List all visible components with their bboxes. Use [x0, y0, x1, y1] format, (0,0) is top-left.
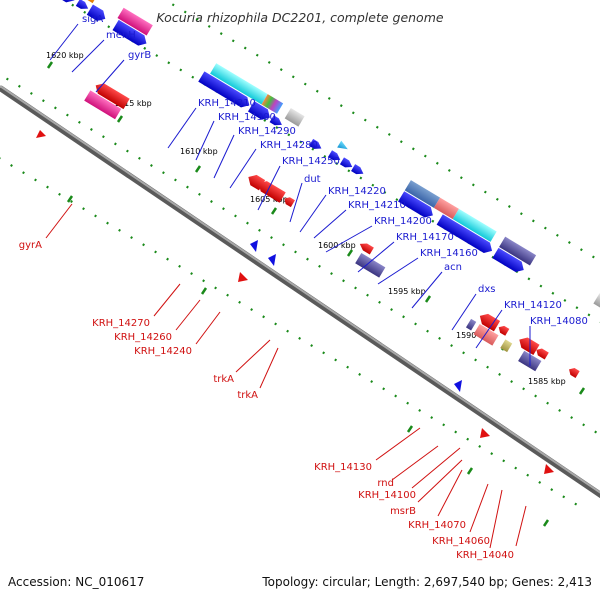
gene-label-KRH_14290[interactable]: KRH_14290: [238, 126, 296, 137]
gene-trkA[interactable]: [355, 252, 386, 278]
gene-KRH_14300[interactable]: [247, 101, 273, 123]
gene-KRH_14120[interactable]: [593, 293, 600, 316]
gene-label-KRH_14070[interactable]: KRH_14070: [408, 520, 466, 531]
gene-label-KRH_14300[interactable]: KRH_14300: [218, 112, 276, 123]
reverse-features: [36, 80, 580, 474]
top-leader-lines: [49, 23, 531, 366]
scale-mark: 1585 kbp: [528, 377, 566, 386]
gene-label-trkA[interactable]: trkA: [213, 374, 234, 385]
gene-label-KRH_14310[interactable]: KRH_14310: [198, 98, 256, 109]
gene-forward[interactable]: [436, 214, 495, 256]
gene-label-dxs[interactable]: dxs: [478, 284, 495, 295]
gene-KRH_14220[interactable]: [327, 150, 342, 163]
gene-label-KRH_14200[interactable]: KRH_14200: [374, 216, 432, 227]
gene-KRH_14070[interactable]: [500, 339, 513, 353]
gene-forward[interactable]: [492, 247, 526, 275]
gene-KRH_14310[interactable]: [198, 71, 252, 110]
gene-gyrB[interactable]: [117, 7, 153, 36]
gene-acn[interactable]: [452, 208, 497, 242]
gene-label-KRH_14170[interactable]: KRH_14170: [396, 232, 454, 243]
gene-forward[interactable]: [75, 0, 90, 12]
gene-forward[interactable]: [112, 19, 150, 49]
gene-KRH_14170[interactable]: [404, 180, 441, 208]
gene-label-acn[interactable]: acn: [444, 262, 462, 273]
gene-KRH_14290[interactable]: [210, 63, 268, 105]
gene-label-KRH_14210[interactable]: KRH_14210: [348, 200, 406, 211]
accession-text: Accession: NC_010617: [8, 575, 144, 589]
gene-label-dut[interactable]: dut: [304, 174, 321, 185]
gene-label-KRH_14280[interactable]: KRH_14280: [260, 140, 318, 151]
scale-mark: 1605 kbp: [250, 195, 288, 204]
gene-KRH_14040[interactable]: [567, 366, 580, 378]
gene-forward[interactable]: [269, 115, 284, 128]
gene-label-KRH_14080[interactable]: KRH_14080: [530, 316, 588, 327]
genome-backbone: [0, 85, 600, 499]
gene-dxs[interactable]: [499, 236, 537, 266]
gene-forward[interactable]: [309, 138, 323, 152]
gene-KRH_14240[interactable]: [282, 195, 295, 208]
gene-label-KRH_14260[interactable]: KRH_14260: [114, 332, 172, 343]
gene-label-sigA[interactable]: sigA: [82, 14, 103, 25]
gene-label-KRH_14130[interactable]: KRH_14130: [314, 462, 372, 473]
bottom-labels: gyrA KRH_14270 KRH_14260 KRH_14240 trkA …: [19, 240, 514, 561]
gene-label-KRH_14120[interactable]: KRH_14120: [504, 300, 562, 311]
gene-label-KRH_14060[interactable]: KRH_14060: [432, 536, 490, 547]
gene-KRH_14160[interactable]: [433, 197, 459, 220]
gene-label-KRH_14220[interactable]: KRH_14220: [328, 186, 386, 197]
gene-forward[interactable]: [86, 4, 109, 24]
genome-title: Kocuria rhizophila DC2201, complete geno…: [156, 10, 443, 25]
major-ticks: [46, 61, 586, 527]
tick-track-bottom-inner: [0, 74, 600, 447]
scale-mark: 1610 kbp: [180, 147, 218, 156]
scale-mark: 1620 kbp: [46, 51, 84, 60]
gene-label-KRH_14100[interactable]: KRH_14100: [358, 490, 416, 501]
gene-dut[interactable]: [337, 140, 350, 153]
bottom-leader-lines: [45, 203, 527, 549]
top-labels: sigA menH gyrB KRH_14310 KRH_14300 KRH_1…: [82, 14, 588, 327]
gene-label-KRH_14160[interactable]: KRH_14160: [420, 248, 478, 259]
gene-KRH_14210[interactable]: [339, 157, 354, 170]
gene-reverse[interactable]: [497, 324, 510, 336]
gene-label-trkA[interactable]: trkA: [237, 390, 258, 401]
gene-label-KRH_14270[interactable]: KRH_14270: [92, 318, 150, 329]
gene-gyrA-part[interactable]: [84, 90, 122, 120]
gene-label-gyrA[interactable]: gyrA: [19, 240, 42, 251]
gene-label-KRH_14040[interactable]: KRH_14040: [456, 550, 514, 561]
gene-reverse[interactable]: [534, 346, 549, 360]
gene-KRH_14100[interactable]: [473, 323, 499, 346]
gene-msrB[interactable]: [516, 334, 540, 356]
gene-label-KRH_14240[interactable]: KRH_14240: [134, 346, 192, 357]
forward-features: [47, 0, 600, 392]
gene-label-rnd[interactable]: rnd: [377, 478, 394, 489]
gene-trkA[interactable]: [358, 240, 374, 255]
gene-KRH_14200[interactable]: [351, 164, 365, 177]
gene-KRH_14250[interactable]: [284, 108, 305, 127]
gene-label-msrB[interactable]: msrB: [390, 506, 416, 517]
gene-KRH_14130[interactable]: [465, 318, 477, 331]
gene-rnd[interactable]: [477, 311, 501, 332]
genome-summary-text: Topology: circular; Length: 2,697,540 bp…: [261, 575, 592, 589]
scale-mark: 1615 kbp: [114, 99, 152, 108]
gene-label-KRH_14250[interactable]: KRH_14250: [282, 156, 340, 167]
gene-forward[interactable]: [398, 191, 436, 220]
tick-track-top-outer: [103, 0, 600, 320]
scale-mark: 1595 kbp: [388, 287, 426, 296]
scale-mark: 1590 kbp: [456, 331, 494, 340]
gene-label-menH[interactable]: menH: [106, 30, 136, 41]
gene-gyrA[interactable]: [93, 80, 130, 110]
gene-KRH_14280[interactable]: [261, 94, 284, 114]
gene-KRH_14260[interactable]: [256, 178, 286, 203]
gene-label-gyrB[interactable]: gyrB: [128, 50, 151, 61]
